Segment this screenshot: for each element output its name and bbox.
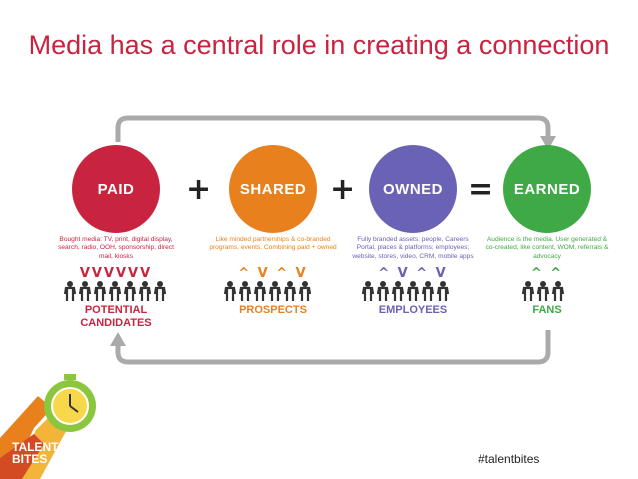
- earned-label: EARNED: [513, 180, 581, 198]
- person-icon: [78, 281, 92, 301]
- person-icon: [551, 281, 565, 301]
- person-icon: [238, 281, 252, 301]
- shared-audience-label: PROSPECTS: [239, 304, 307, 316]
- person-icon: [361, 281, 375, 301]
- owned-audience-label: EMPLOYEES: [378, 304, 448, 316]
- shared-description: Like minded partnerships & co-branded pr…: [209, 236, 337, 252]
- plus-operator-2: +: [330, 172, 356, 207]
- person-icon: [63, 281, 77, 301]
- earned-people-group: [521, 281, 565, 301]
- person-icon: [153, 281, 167, 301]
- paid-label: PAID: [97, 180, 135, 198]
- person-icon: [268, 281, 282, 301]
- person-icon: [283, 281, 297, 301]
- shared-people-group: [223, 281, 312, 301]
- person-icon: [376, 281, 390, 301]
- person-icon: [391, 281, 405, 301]
- owned-people-group: [361, 281, 450, 301]
- person-icon: [406, 281, 420, 301]
- owned-arrows: ^ V ^ V: [378, 266, 448, 281]
- person-icon: [521, 281, 535, 301]
- paid-audience-label: POTENTIAL CANDIDATES: [60, 304, 172, 330]
- owned-circle: OWNED: [369, 145, 457, 233]
- person-icon: [436, 281, 450, 301]
- person-icon: [421, 281, 435, 301]
- person-icon: [93, 281, 107, 301]
- person-icon: [536, 281, 550, 301]
- person-icon: [298, 281, 312, 301]
- paid-circle: PAID: [72, 145, 160, 233]
- person-icon: [108, 281, 122, 301]
- hashtag-text: #talentbites: [478, 452, 540, 466]
- paid-arrows: VVVVVV: [79, 266, 153, 281]
- shared-circle: SHARED: [229, 145, 317, 233]
- person-icon: [223, 281, 237, 301]
- paid-audience-text: POTENTIAL CANDIDATES: [80, 304, 152, 329]
- paid-description: Bought media: TV, print, digital display…: [58, 236, 174, 260]
- person-icon: [123, 281, 137, 301]
- logo-text-line-1: TALENT: [12, 440, 59, 454]
- earned-description: Audience is the media. User generated & …: [485, 236, 609, 260]
- earned-arrows: ^ ^: [530, 266, 564, 281]
- owned-description: Fully branded assets: people, Careers Po…: [352, 236, 474, 260]
- person-icon: [253, 281, 267, 301]
- owned-label: OWNED: [383, 180, 443, 198]
- earned-circle: EARNED: [503, 145, 591, 233]
- earned-audience-label: FANS: [532, 304, 562, 316]
- logo-text: TALENT BITES: [12, 441, 58, 465]
- equals-operator: =: [468, 172, 494, 207]
- slide-title: Media has a central role in creating a c…: [28, 30, 610, 60]
- shared-label: SHARED: [239, 180, 307, 198]
- paid-people-group: [63, 281, 167, 301]
- talent-bites-logo: [0, 374, 96, 479]
- plus-operator-1: +: [186, 172, 212, 207]
- shared-arrows: ^ V ^ V: [238, 266, 308, 281]
- logo-text-line-2: BITES: [12, 452, 48, 466]
- person-icon: [138, 281, 152, 301]
